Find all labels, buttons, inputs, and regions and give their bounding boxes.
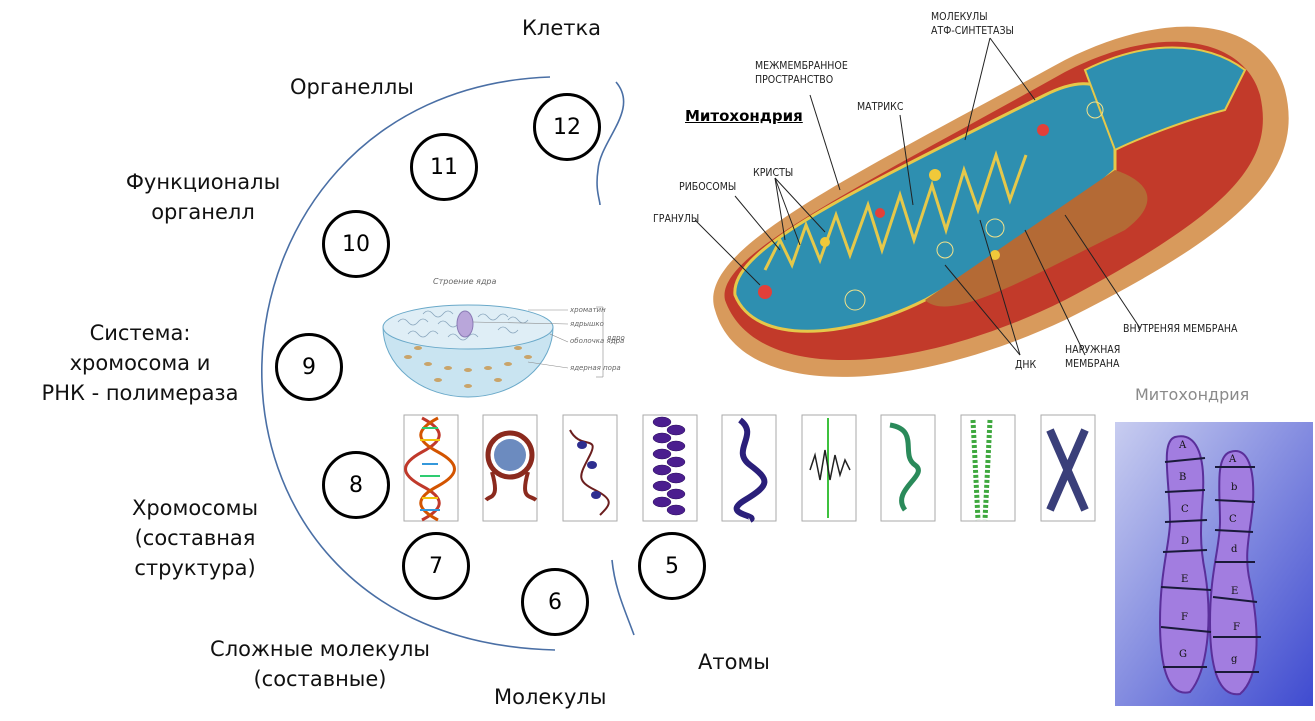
svg-text:C: C	[1229, 514, 1237, 525]
level-circle-9: 9	[275, 333, 343, 401]
chromosome-image: A B C D E F G Ab Cd E F g	[1115, 422, 1313, 706]
label-system: Система: хромосома и РНК - полимераза	[41, 321, 239, 405]
nucleus-label-envelope: оболочка ядра	[570, 337, 624, 345]
svg-text:E: E	[1231, 586, 1238, 597]
mito-label-atp-1: МОЛЕКУЛЫ	[931, 11, 988, 23]
svg-text:G: G	[1179, 649, 1187, 660]
level-circle-12: 12	[533, 93, 601, 161]
level-circle-10: 10	[322, 210, 390, 278]
svg-text:b: b	[1231, 482, 1237, 493]
svg-text:E: E	[1181, 574, 1188, 585]
label-cell: Клетка	[522, 16, 602, 40]
svg-text:C: C	[1181, 504, 1189, 515]
mito-label-outer-2: МЕМБРАНА	[1065, 358, 1120, 370]
mito-label-cristae: КРИСТЫ	[753, 167, 793, 179]
level-circle-8: 8	[322, 451, 390, 519]
svg-text:F: F	[1233, 622, 1240, 633]
label-molecules: Молекулы	[494, 685, 607, 709]
mitochondria-caption: Митохондрия	[1135, 385, 1250, 404]
svg-text:d: d	[1231, 544, 1238, 555]
level-circle-6: 6	[521, 568, 589, 636]
nucleus-title: Строение ядра	[433, 277, 496, 286]
mito-label-matrix: МАТРИКС	[857, 101, 904, 113]
label-atoms: Атомы	[698, 650, 770, 674]
svg-text:A: A	[1178, 440, 1187, 451]
level-circle-11: 11	[410, 133, 478, 201]
nucleus-diagram: Строение ядра хроматин ядрышко оболочка …	[382, 277, 625, 398]
chromatin-panels	[403, 414, 1096, 523]
mito-label-granules: ГРАНУЛЫ	[653, 213, 699, 225]
level-circle-5: 5	[638, 532, 706, 600]
mito-label-atp-2: АТФ-СИНТЕТАЗЫ	[931, 25, 1014, 37]
mitochondria-title: Митохондрия	[685, 107, 803, 125]
nucleus-label-pore: ядерная пора	[570, 364, 621, 372]
svg-text:F: F	[1181, 612, 1188, 623]
svg-text:g: g	[1231, 654, 1238, 665]
mitochondrion-diagram: МОЛЕКУЛЫ АТФ-СИНТЕТАЗЫ МЕЖМЕМБРАННОЕ ПРО…	[653, 11, 1289, 377]
svg-text:D: D	[1181, 536, 1189, 547]
mito-label-inner: ВНУТРЕНЯЯ МЕМБРАНА	[1123, 323, 1238, 335]
nucleus-label-group: ядро	[607, 334, 625, 342]
mito-label-outer-1: НАРУЖНАЯ	[1065, 344, 1120, 356]
mito-label-intermembrane-1: МЕЖМЕМБРАННОЕ	[755, 60, 848, 72]
label-chromosomes: Хромосомы (составная структура)	[131, 496, 259, 580]
level-circle-7: 7	[402, 532, 470, 600]
nucleus-label-nucleolus: ядрышко	[570, 320, 604, 328]
mito-label-intermembrane-2: ПРОСТРАНСТВО	[755, 74, 833, 86]
label-complex-molecules: Сложные молекулы (составные)	[210, 637, 430, 691]
svg-text:A: A	[1228, 454, 1237, 465]
mito-label-ribosomes: РИБОСОМЫ	[679, 181, 736, 193]
svg-text:B: B	[1179, 472, 1186, 483]
label-organelles: Органеллы	[290, 75, 414, 99]
label-functional: Функционалы органелл	[125, 170, 281, 224]
mito-label-dna: ДНК	[1015, 359, 1036, 371]
nucleus-label-chromatin: хроматин	[569, 306, 606, 314]
